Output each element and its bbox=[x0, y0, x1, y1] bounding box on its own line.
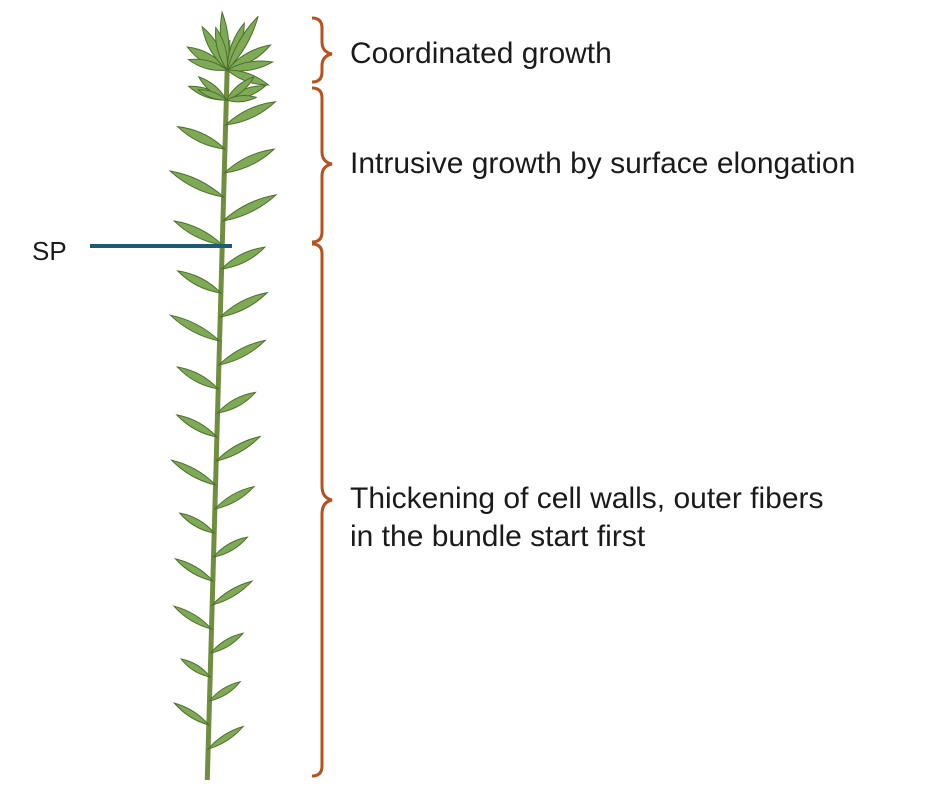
plant-leaf bbox=[170, 459, 218, 486]
plant-leaf bbox=[225, 75, 255, 101]
bracket-coordinated bbox=[311, 16, 333, 84]
plant-leaf bbox=[179, 658, 212, 678]
plant-shoot bbox=[168, 10, 278, 781]
plant-leaf bbox=[172, 220, 224, 246]
bracket-intrusive bbox=[311, 86, 333, 244]
plant-leaf bbox=[168, 314, 222, 342]
plant-leaf bbox=[215, 26, 228, 72]
plant-leaf bbox=[216, 391, 257, 414]
plant-leaf bbox=[172, 702, 211, 726]
plant-leaf bbox=[176, 125, 227, 150]
plant-leaf bbox=[212, 536, 249, 558]
plant-leaf bbox=[210, 580, 254, 606]
plant-leaf bbox=[225, 60, 274, 72]
thickening-label-line2: in the bundle start first bbox=[350, 520, 646, 553]
plant-leaf bbox=[224, 95, 258, 103]
plant-leaf bbox=[213, 485, 256, 510]
sp-label: SP bbox=[32, 236, 67, 266]
plant-leaf bbox=[209, 632, 245, 654]
plant-leaf bbox=[174, 558, 215, 582]
plant-leaf bbox=[187, 58, 229, 71]
plant-leaf bbox=[225, 69, 270, 86]
plant-leaf bbox=[221, 194, 278, 222]
plant-leaf bbox=[178, 512, 216, 534]
plant-leaf bbox=[217, 339, 267, 366]
bracket-thickening bbox=[311, 242, 333, 778]
plant-leaf bbox=[208, 680, 242, 702]
plant-leaf bbox=[224, 101, 277, 126]
coordinated-growth-label: Coordinated growth bbox=[350, 37, 612, 70]
plant-leaf bbox=[220, 246, 267, 270]
plant-leaf bbox=[218, 291, 269, 318]
intrusive-growth-label: Intrusive growth by surface elongation bbox=[350, 147, 856, 180]
plant-leaf bbox=[175, 414, 219, 438]
plant-leaf bbox=[206, 725, 245, 750]
plant-leaf bbox=[214, 435, 262, 462]
plant-leaf bbox=[222, 148, 276, 174]
plant-leaf bbox=[176, 366, 220, 390]
plant-leaf bbox=[168, 170, 226, 198]
thickening-label: Thickening of cell walls, outer fibers i… bbox=[350, 480, 824, 556]
thickening-label-line1: Thickening of cell walls, outer fibers bbox=[350, 482, 824, 515]
plant-leaf bbox=[196, 89, 228, 101]
plant-stem bbox=[204, 39, 231, 781]
plant-leaf bbox=[172, 605, 213, 630]
plant-leaf bbox=[176, 270, 223, 294]
